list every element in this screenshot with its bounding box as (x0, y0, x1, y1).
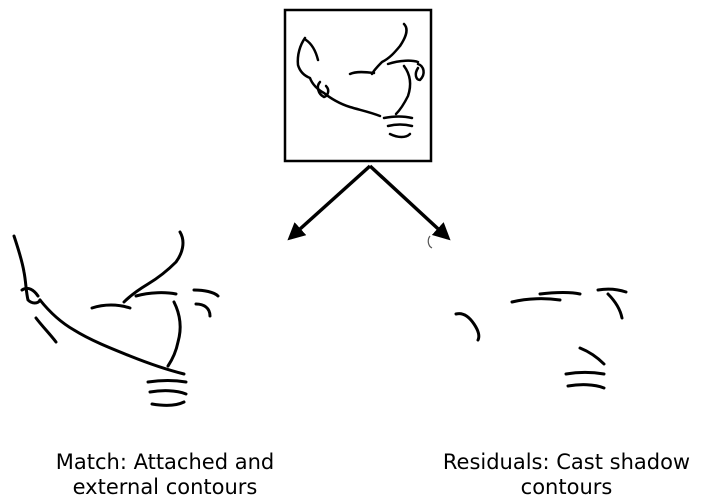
match-caption: Match: Attached and external contours (0, 450, 330, 500)
match-caption-line1: Match: Attached and (0, 450, 330, 475)
residual-contours (456, 289, 626, 388)
matched-contours (14, 232, 218, 405)
residuals-caption-line2: contours (410, 475, 723, 500)
small-mark (428, 236, 432, 248)
residuals-caption: Residuals: Cast shadow contours (410, 450, 723, 500)
residuals-caption-line1: Residuals: Cast shadow (410, 450, 723, 475)
arrow-to-residuals (370, 166, 448, 238)
match-caption-line2: external contours (0, 475, 330, 500)
arrow-to-match (290, 166, 370, 238)
